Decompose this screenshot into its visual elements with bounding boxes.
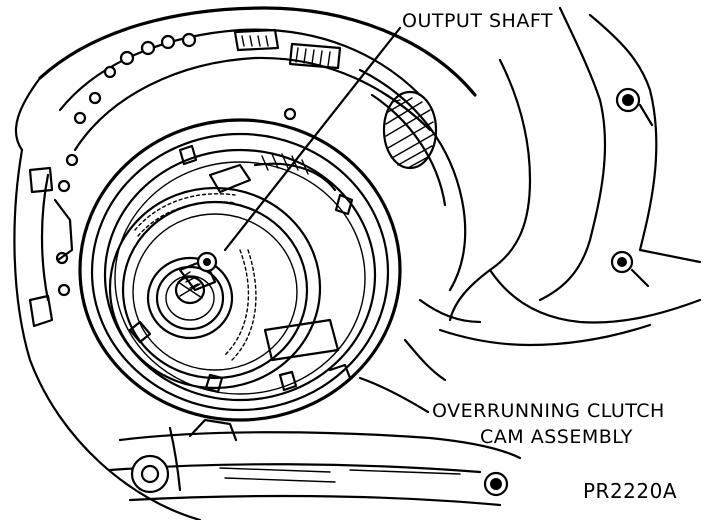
planetary-gearset <box>108 153 340 390</box>
transmission-housing <box>13 6 477 520</box>
label-overrunning-clutch: OVERRUNNING CLUTCH <box>432 400 665 422</box>
overrunning-clutch-cam-assembly <box>78 118 402 422</box>
hatched-window <box>382 90 438 170</box>
leader-lines <box>223 26 430 414</box>
leader-overrunning-clutch <box>358 376 430 414</box>
flange-bolt-holes <box>55 32 297 297</box>
output-shaft-hub <box>146 251 234 340</box>
leader-output-shaft <box>223 26 402 252</box>
figure-id: PR2220A <box>583 479 677 503</box>
label-cam-assembly: CAM ASSEMBLY <box>480 426 633 448</box>
bottom-housing <box>108 418 522 507</box>
label-output-shaft: OUTPUT SHAFT <box>402 10 553 32</box>
case-extension <box>403 6 702 382</box>
